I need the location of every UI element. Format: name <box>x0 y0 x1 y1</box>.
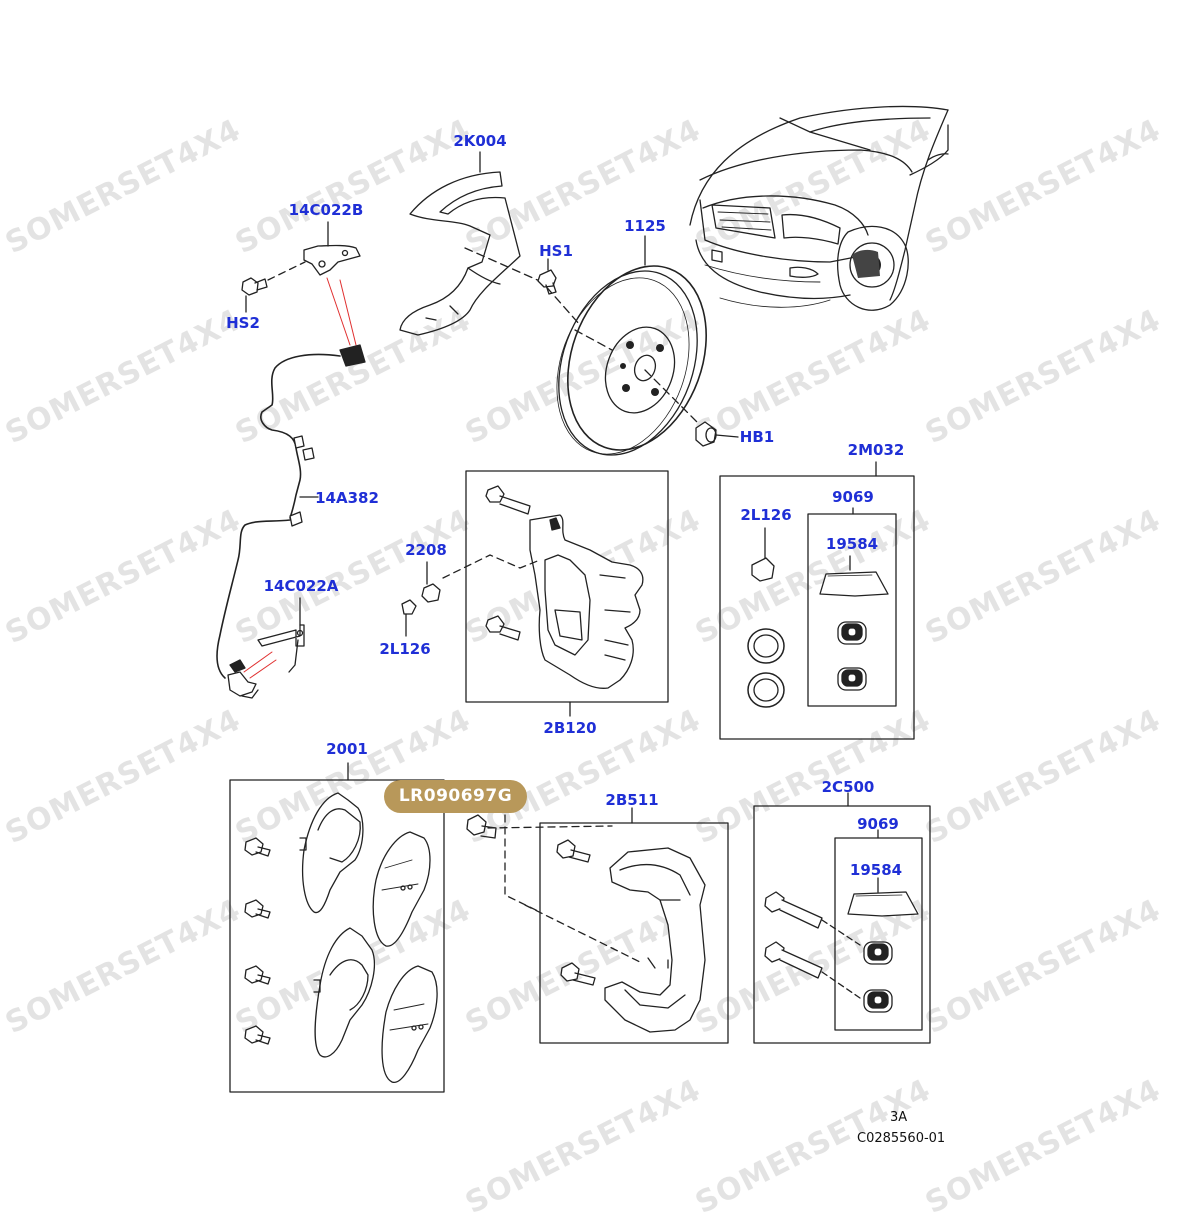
brake-pad-set <box>244 792 438 1083</box>
callout-hb1[interactable]: HB1 <box>739 428 775 446</box>
splash-shield <box>399 171 521 336</box>
box-2c500 <box>753 805 931 1044</box>
bolt-hs1 <box>537 258 557 295</box>
callout-2l126-upper[interactable]: 2L126 <box>740 506 792 524</box>
callout-2m032[interactable]: 2M032 <box>847 441 905 459</box>
box-9069-upper <box>807 513 897 707</box>
callout-2c500[interactable]: 2C500 <box>821 778 875 796</box>
callout-9069-upper[interactable]: 9069 <box>832 488 874 506</box>
sensor-bracket-lower <box>257 597 305 673</box>
callout-2l126-lower[interactable]: 2L126 <box>379 640 431 658</box>
callout-2208[interactable]: 2208 <box>405 541 447 559</box>
callout-hs1[interactable]: HS1 <box>539 242 573 260</box>
dashed-guide <box>574 329 613 351</box>
bleed-screw-2208 <box>421 561 441 603</box>
box-2001 <box>229 779 445 1093</box>
caliper-assembly <box>485 485 644 689</box>
callout-14c022a[interactable]: 14C022A <box>263 577 339 595</box>
box-2b511 <box>539 822 729 1044</box>
callout-2b120[interactable]: 2B120 <box>543 719 597 737</box>
box-2m032 <box>719 475 915 740</box>
callout-9069-lower[interactable]: 9069 <box>857 815 899 833</box>
sensor-bracket-upper <box>303 221 361 276</box>
bolt-hb1 <box>695 421 739 447</box>
callout-2k004[interactable]: 2K004 <box>453 132 507 150</box>
bolt-hs2 <box>241 277 268 313</box>
caliper-carrier <box>556 839 706 1033</box>
illustration-reference: C0285560-01 <box>857 1131 946 1146</box>
carrier-bolt-loose <box>466 814 497 839</box>
dashed-guide <box>487 814 641 963</box>
callout-hs2[interactable]: HS2 <box>226 314 260 332</box>
callout-19584-upper[interactable]: 19584 <box>825 535 879 553</box>
vehicle-illustration <box>689 105 949 311</box>
callout-14c022b[interactable]: 14C022B <box>288 201 364 219</box>
dashed-guide <box>267 261 306 281</box>
bleed-cap-2l126 <box>401 599 417 637</box>
callout-1125[interactable]: 1125 <box>624 217 666 235</box>
abs-sensor-harness <box>216 344 366 699</box>
callout-2b511[interactable]: 2B511 <box>605 791 659 809</box>
box-2b120 <box>465 470 669 703</box>
guide-pin-kit-2c500 <box>764 877 919 1013</box>
part-number-badge[interactable]: LR090697G <box>384 780 527 813</box>
callout-14a382[interactable]: 14A382 <box>315 489 379 507</box>
seal-kit-2m032 <box>747 527 889 708</box>
dashed-guide <box>442 554 541 579</box>
page-number: 3A <box>890 1110 908 1125</box>
callout-19584-lower[interactable]: 19584 <box>849 861 903 879</box>
brake-disc <box>556 265 707 456</box>
callout-2001[interactable]: 2001 <box>326 740 368 758</box>
sensor-pointer-line <box>326 277 357 346</box>
sensor-pointer-line <box>243 651 277 679</box>
dashed-guide <box>644 369 701 426</box>
